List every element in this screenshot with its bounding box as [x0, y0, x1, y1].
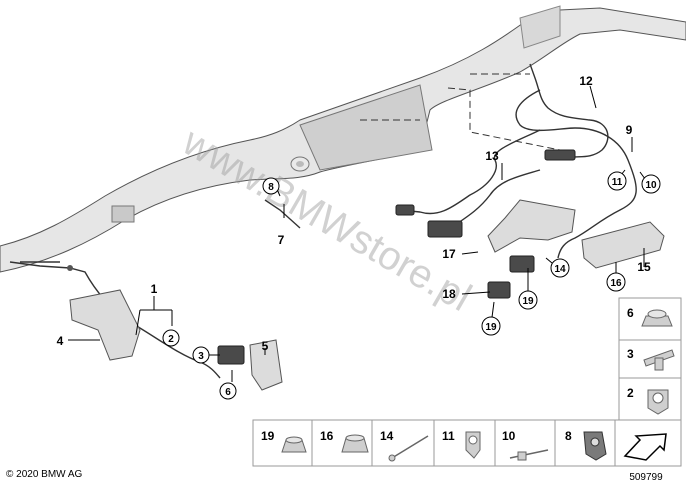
diagram-number: 509799 [629, 472, 663, 483]
side-legend-label-3: 3 [627, 347, 634, 361]
circled-callout-6: 6 [225, 387, 231, 398]
circled-callout-14: 14 [554, 264, 566, 275]
bottom-legend-label-14: 14 [380, 429, 394, 443]
circled-callout-2: 2 [168, 334, 174, 345]
callout-9: 9 [626, 123, 633, 137]
bottom-legend-label-16: 16 [320, 429, 334, 443]
bottom-legend-label-8: 8 [565, 429, 572, 443]
circled-callout-3: 3 [198, 351, 204, 362]
callout-17: 17 [442, 247, 456, 261]
side-legend-label-6: 6 [627, 306, 634, 320]
side-legend-label-2: 2 [627, 386, 634, 400]
circled-callout-19b: 19 [485, 322, 497, 333]
bottom-legend: 19 16 14 11 10 8 [252, 419, 682, 467]
circled-callout-19a: 19 [522, 296, 534, 307]
bottom-legend-label-11: 11 [442, 429, 455, 443]
circled-callout-10: 10 [645, 180, 657, 191]
callout-1: 1 [151, 282, 158, 296]
callout-18: 18 [442, 287, 456, 301]
copyright-text: © 2020 BMW AG [6, 469, 83, 480]
callout-4: 4 [57, 334, 64, 348]
callout-12: 12 [579, 74, 593, 88]
side-legend: 6 3 2 [618, 297, 682, 421]
bottom-legend-label-19: 19 [261, 429, 275, 443]
circled-callout-11: 11 [612, 177, 623, 188]
callout-circles: 2 3 6 8 10 11 14 16 19 19 [162, 171, 661, 400]
part-control-units [217, 149, 576, 365]
callout-7: 7 [278, 233, 285, 247]
callout-13: 13 [485, 149, 499, 163]
circled-callout-16: 16 [610, 278, 622, 289]
bottom-legend-label-10: 10 [502, 429, 516, 443]
direction-arrow-icon [623, 433, 667, 461]
callout-labels: 1 4 5 7 9 12 13 15 17 18 [57, 74, 651, 353]
sensor-wiring [9, 63, 637, 379]
callout-5: 5 [262, 339, 269, 353]
guide-lines [360, 73, 571, 153]
circled-callout-8: 8 [268, 182, 274, 193]
part-sensor-brackets [69, 199, 665, 391]
callout-15: 15 [637, 260, 651, 274]
